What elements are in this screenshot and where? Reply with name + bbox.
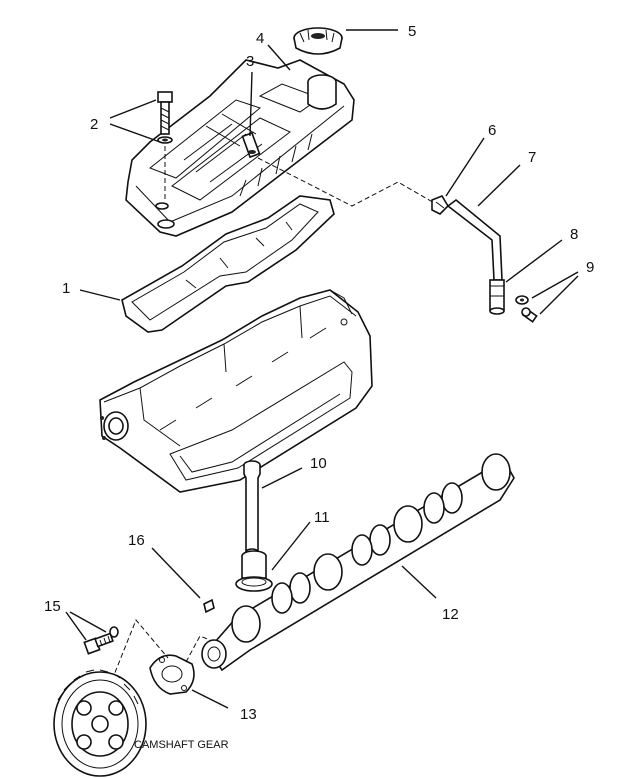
- callout-16: 16: [128, 532, 145, 549]
- callout-10: 10: [310, 455, 327, 472]
- oil-filler-cap: [293, 27, 343, 55]
- thrust-plate: [149, 654, 195, 695]
- callout-13: 13: [240, 706, 257, 723]
- gear-bolt: [83, 626, 119, 655]
- callout-1: 1: [62, 280, 70, 297]
- callout-8: 8: [570, 226, 578, 243]
- callout-5: 5: [408, 23, 416, 40]
- breather-fitting: [241, 131, 261, 159]
- callout-12: 12: [442, 606, 459, 623]
- callout-11: 11: [314, 509, 330, 526]
- breather-tube: [446, 198, 505, 315]
- assembly-line-plate: [185, 635, 211, 663]
- camshaft-gear: [53, 669, 147, 777]
- woodruff-key: [203, 598, 215, 614]
- cover-bolt: [157, 91, 173, 200]
- cylinder-head: [99, 289, 373, 493]
- callout-4: 4: [256, 30, 264, 47]
- camshaft: [201, 453, 515, 672]
- callout-3: 3: [246, 53, 254, 70]
- tappet: [235, 550, 273, 592]
- push-rod: [243, 460, 261, 556]
- bracket-screw: [515, 295, 538, 323]
- leader-lines: [65, 29, 579, 709]
- valve-cover-gasket: [121, 195, 335, 333]
- valve-cover: [125, 59, 355, 237]
- callout-2: 2: [90, 116, 98, 133]
- callout-15: 15: [44, 598, 61, 615]
- assembly-line-gear: [111, 619, 169, 681]
- callout-7: 7: [528, 149, 536, 166]
- callout-9: 9: [586, 259, 594, 276]
- camshaft-gear-label: CAMSHAFT GEAR: [134, 739, 229, 751]
- callout-6: 6: [488, 122, 496, 139]
- assembly-line-breather: [257, 157, 437, 207]
- hose-clip: [431, 195, 450, 215]
